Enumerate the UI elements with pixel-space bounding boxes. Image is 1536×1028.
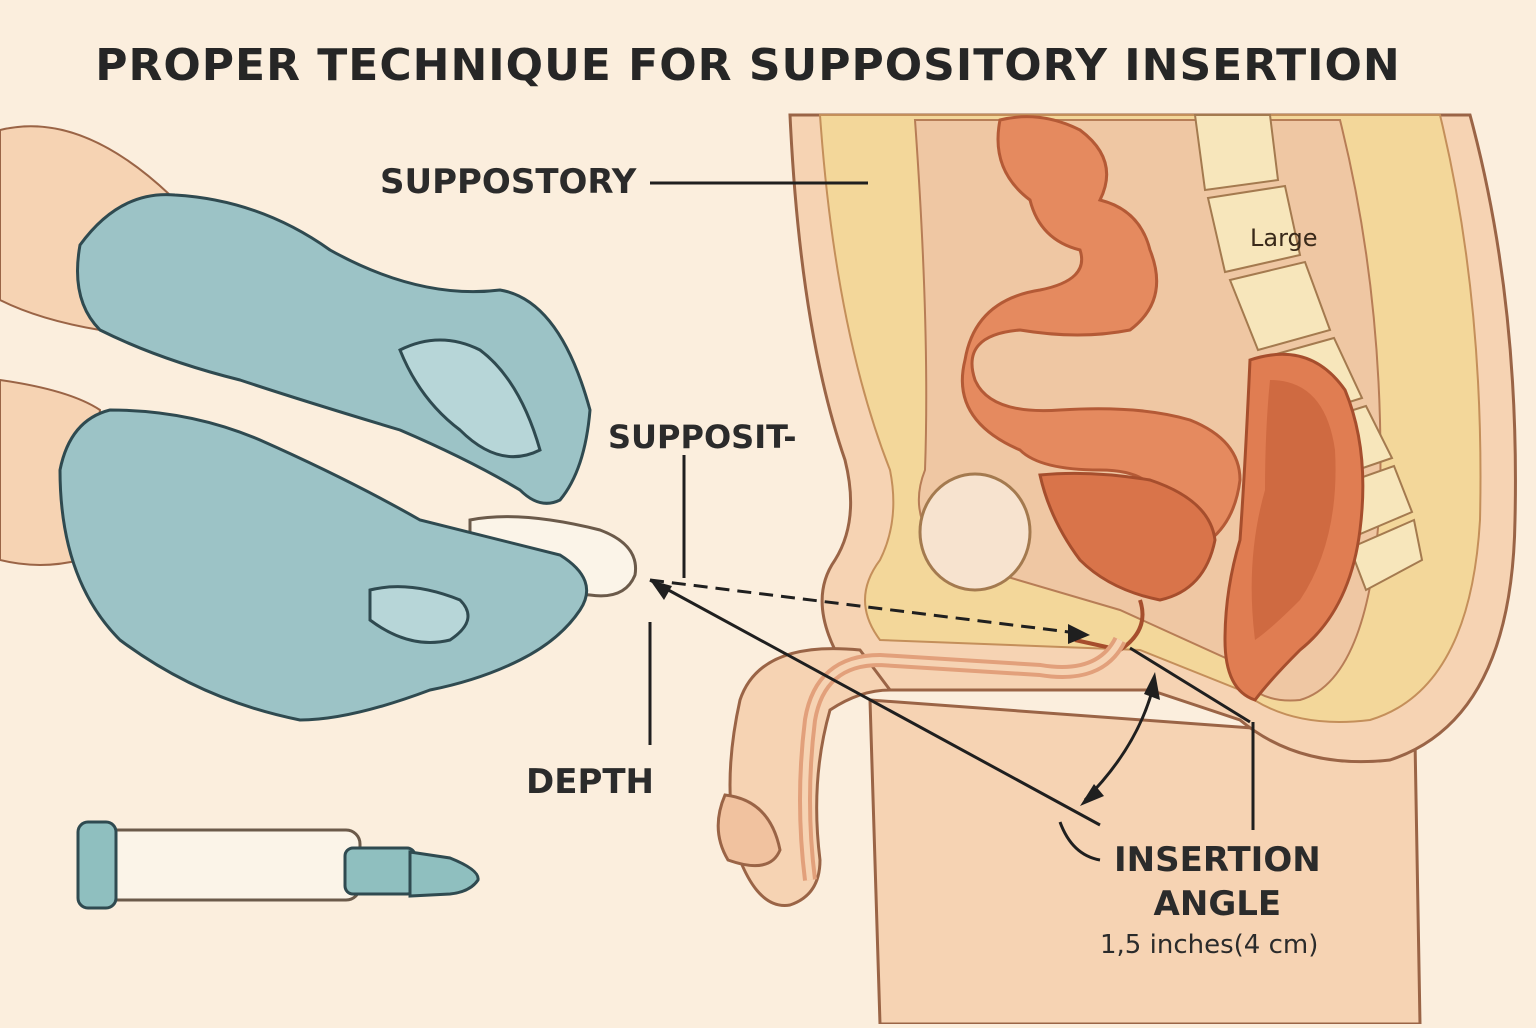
suppostory-label: SUPPOSTORY (380, 162, 637, 202)
bladder (918, 472, 1032, 592)
insertion-angle-line1: INSERTION (1114, 840, 1321, 880)
intestines (960, 115, 1365, 702)
body-cross-section (716, 113, 1517, 1026)
measurement-label: 1,5 inches(4 cm) (1100, 930, 1319, 960)
page-title: PROPER TECHNIQUE FOR SUPPOSITORY INSERTI… (95, 40, 1401, 91)
supposit-label: SUPPOSIT- (608, 418, 797, 456)
insertion-angle-line2: ANGLE (1153, 884, 1282, 924)
suppository-applicator (76, 820, 480, 910)
gloved-hands (0, 125, 638, 722)
large-label: Large (1250, 224, 1318, 252)
depth-label: DEPTH (526, 762, 655, 802)
annotation-lines (648, 181, 1255, 862)
insertion-angle-label: INSERTION ANGLE (1114, 838, 1321, 926)
